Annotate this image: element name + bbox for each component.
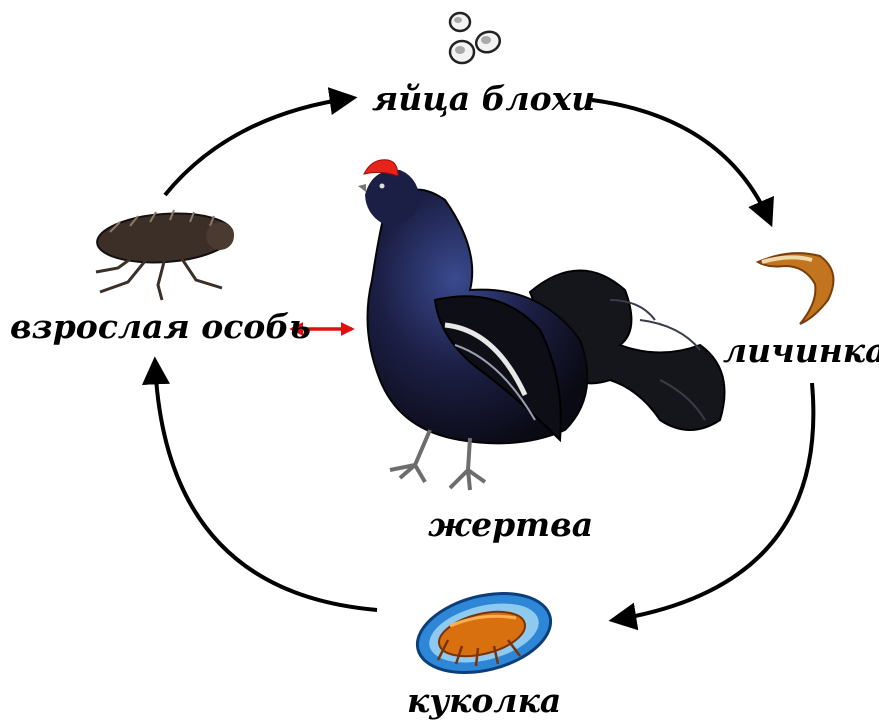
eggs-label: яйца блохи [372,82,595,115]
arrow-eggs-to-larva [592,100,770,222]
larva-icon [758,253,833,324]
pupa-label: куколка [407,684,561,717]
flea-eggs-icon [450,13,503,63]
adult-flea-icon [95,209,234,300]
arrow-adult-to-eggs [165,98,352,195]
larva-label: личинка [723,334,879,367]
arrow-pupa-to-adult [155,362,377,610]
prey-label: жертва [428,508,593,541]
adult-label: взрослая особь [10,310,311,343]
black-grouse-icon [358,160,725,490]
pupa-icon [409,581,559,686]
